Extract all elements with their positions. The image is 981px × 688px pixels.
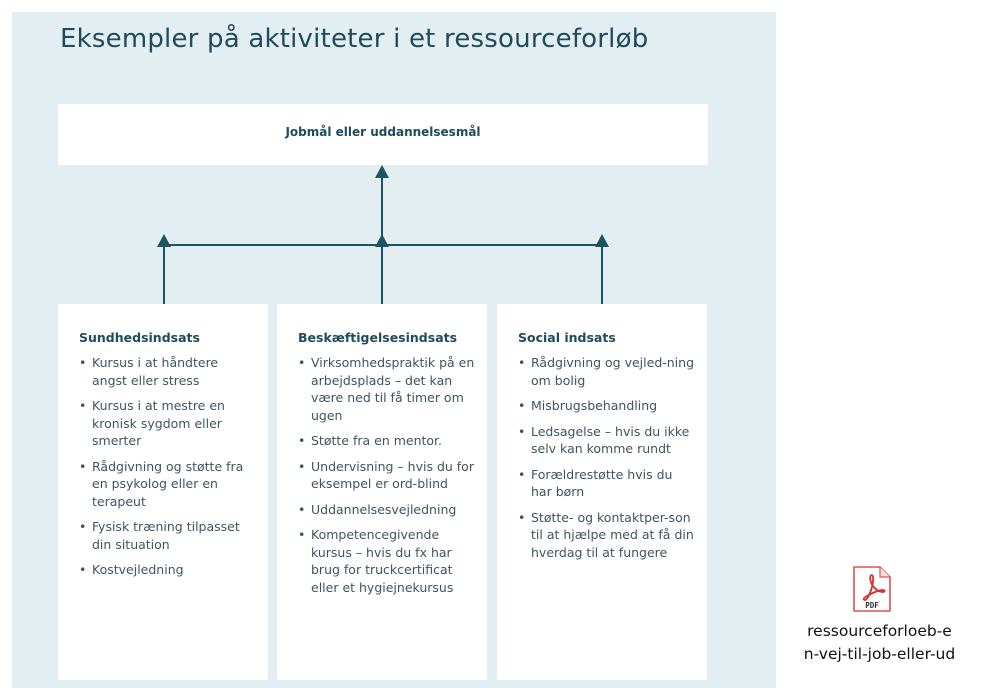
list-item-text: Fysisk træning tilpasset din situation bbox=[92, 519, 240, 552]
list-item: • Rådgivning og vejled-ning om bolig bbox=[518, 354, 696, 389]
bullet: • bbox=[298, 458, 306, 474]
list-item-text: Kompetencegivende kursus – hvis du fx ha… bbox=[311, 527, 454, 595]
bullet: • bbox=[79, 519, 87, 534]
list-item: • Rådgivning og støtte fra en psykolog el… bbox=[79, 458, 257, 511]
pdf-icon-label: PDF bbox=[865, 601, 879, 610]
bullet: • bbox=[298, 527, 306, 542]
list-item: • Kostvejledning bbox=[79, 561, 257, 579]
list-item: • Misbrugsbehandling bbox=[518, 397, 696, 415]
list-item-text: Uddannelsesvejledning bbox=[311, 501, 457, 517]
column-social-indsats: Social indsats • Rådgivning og vejled-nin… bbox=[497, 304, 707, 680]
list-item: • Støtte fra en mentor. bbox=[298, 432, 476, 450]
bullet: • bbox=[79, 355, 87, 370]
list-item-text: Misbrugsbehandling bbox=[531, 398, 658, 413]
arrowhead-right bbox=[595, 234, 609, 247]
arrowhead-center bbox=[375, 234, 389, 247]
list-item: • Ledsagelse – hvis du ikke selv kan komm… bbox=[518, 423, 696, 458]
bullet: • bbox=[79, 398, 87, 413]
list-item: • Kursus i at mestre en kronisk sygdom el… bbox=[79, 397, 257, 450]
list-item-text: Virksomhedspraktik på en arbejdsplads – … bbox=[311, 355, 475, 423]
diagram-title: Eksempler på aktiviteter i et ressourcef… bbox=[60, 24, 649, 54]
list-item-text: Kursus i at mestre en kronisk sygdom ell… bbox=[92, 398, 225, 448]
column-title: Sundhedsindsats bbox=[79, 330, 200, 345]
list-item: • Virksomhedspraktik på en arbejdsplads –… bbox=[298, 354, 476, 424]
bullet: • bbox=[518, 423, 526, 439]
list-item: • Støtte- og kontaktper-son til at hjælpe… bbox=[518, 509, 696, 562]
list-item-text: Kursus i at håndtere angst eller stress bbox=[92, 355, 219, 388]
pdf-file-name: ressourceforloeb-e n-vej-til-job-eller-u… bbox=[803, 622, 956, 663]
list-item-text: Rådgivning og vejled-ning om bolig bbox=[531, 355, 695, 388]
bullet: • bbox=[298, 501, 306, 517]
arrowhead-goal bbox=[375, 165, 389, 178]
list-item: • Uddannelsesvejledning bbox=[298, 501, 476, 519]
connector-lines bbox=[157, 165, 609, 304]
column-title: Beskæftigelsesindsats bbox=[298, 330, 458, 345]
arrowhead-left bbox=[157, 234, 171, 247]
list-item-text: Støtte fra en mentor. bbox=[311, 433, 443, 448]
list-item-text: Rådgivning og støtte fra en psykolog ell… bbox=[92, 458, 244, 509]
list-item-text: Støtte- og kontaktper-son til at hjælpe … bbox=[531, 509, 694, 560]
list-item-text: Forældrestøtte hvis du har børn bbox=[531, 466, 673, 500]
list-item-text: Undervisning – hvis du for eksempel er o… bbox=[311, 458, 474, 492]
bullet: • bbox=[298, 433, 306, 448]
bullet: • bbox=[518, 466, 526, 482]
list-item-text: Kostvejledning bbox=[92, 562, 184, 577]
list-item: • Undervisning – hvis du for eksempel er … bbox=[298, 458, 476, 493]
bullet: • bbox=[518, 355, 526, 370]
goal-label: Jobmål eller uddannelsesmål bbox=[285, 125, 481, 139]
column-beskaeftigelsesindsats: Beskæftigelsesindsats • Virksomhedsprakti… bbox=[277, 304, 487, 680]
diagram-panel: Eksempler på aktiviteter i et ressourcef… bbox=[12, 12, 776, 688]
list-item: • Forældrestøtte hvis du har børn bbox=[518, 466, 696, 501]
activity-list: • Rådgivning og vejled-ning om bolig • Mis… bbox=[518, 354, 696, 569]
bullet: • bbox=[518, 509, 526, 525]
list-item: • Kursus i at håndtere angst eller stress bbox=[79, 354, 257, 389]
bullet: • bbox=[79, 458, 87, 474]
pdf-icon: PDF bbox=[853, 566, 891, 612]
bullet: • bbox=[518, 398, 526, 413]
list-item: • Fysisk træning tilpasset din situation bbox=[79, 518, 257, 553]
column-title: Social indsats bbox=[518, 330, 616, 345]
list-item-text: Ledsagelse – hvis du ikke selv kan komme… bbox=[531, 423, 690, 457]
column-sundhedsindsats: Sundhedsindsats • Kursus i at håndtere an… bbox=[58, 304, 268, 680]
bullet: • bbox=[79, 562, 87, 577]
pdf-file-item[interactable]: PDF ressourceforloeb-e n-vej-til-job-ell… bbox=[778, 565, 981, 685]
goal-box: Jobmål eller uddannelsesmål bbox=[58, 104, 708, 165]
bullet: • bbox=[298, 355, 306, 370]
activity-list: • Kursus i at håndtere angst eller stress… bbox=[79, 354, 257, 587]
activity-list: • Virksomhedspraktik på en arbejdsplads –… bbox=[298, 354, 476, 604]
list-item: • Kompetencegivende kursus – hvis du fx h… bbox=[298, 526, 476, 596]
